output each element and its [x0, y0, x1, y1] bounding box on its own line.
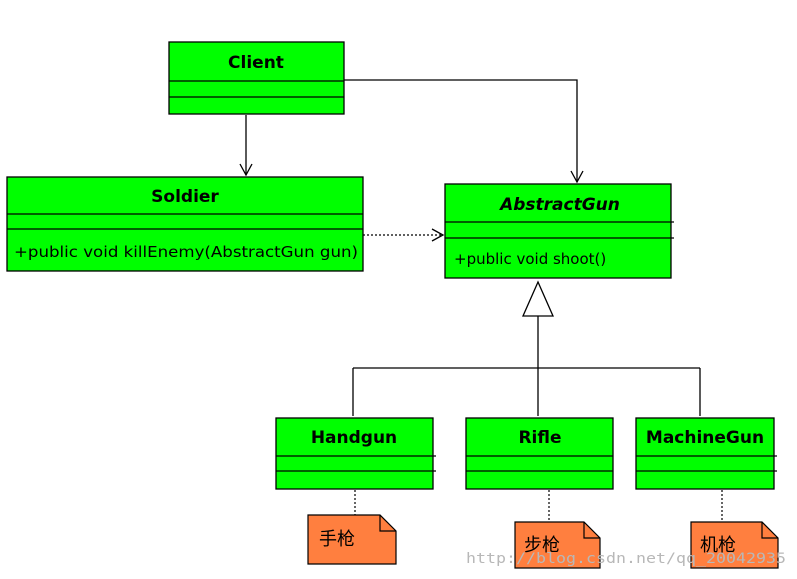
- class-name: Client: [228, 53, 284, 73]
- class-rifle[interactable]: Rifle: [465, 417, 614, 490]
- generalization-edges: [352, 280, 701, 416]
- association-client-abstractgun: [344, 79, 584, 184]
- operation-kill-enemy: +public void killEnemy(AbstractGun gun): [14, 243, 358, 261]
- class-name: MachineGun: [646, 428, 764, 448]
- note-text: 手枪: [319, 529, 355, 550]
- class-name: Soldier: [151, 187, 219, 207]
- note-text: 步枪: [524, 535, 560, 556]
- class-client[interactable]: Client: [168, 41, 345, 115]
- class-name: Rifle: [518, 428, 561, 448]
- note-machine-gun[interactable]: 机枪: [690, 521, 779, 569]
- operation-shoot: +public void shoot(): [454, 250, 606, 268]
- class-soldier[interactable]: Soldier +public void killEnemy(AbstractG…: [6, 176, 364, 272]
- note-rifle[interactable]: 步枪: [514, 521, 601, 569]
- note-handgun[interactable]: 手枪: [307, 514, 397, 565]
- inheritance-triangle: [522, 280, 554, 317]
- class-abstract-gun[interactable]: AbstractGun +public void shoot(): [444, 183, 674, 279]
- class-machine-gun[interactable]: MachineGun: [635, 417, 777, 490]
- note-text: 机枪: [700, 535, 736, 556]
- class-name: AbstractGun: [498, 195, 620, 215]
- class-handgun[interactable]: Handgun: [275, 417, 436, 490]
- watermark-text: http://blog.csdn.net/qq_20042935: [466, 551, 786, 567]
- class-name: Handgun: [311, 428, 397, 448]
